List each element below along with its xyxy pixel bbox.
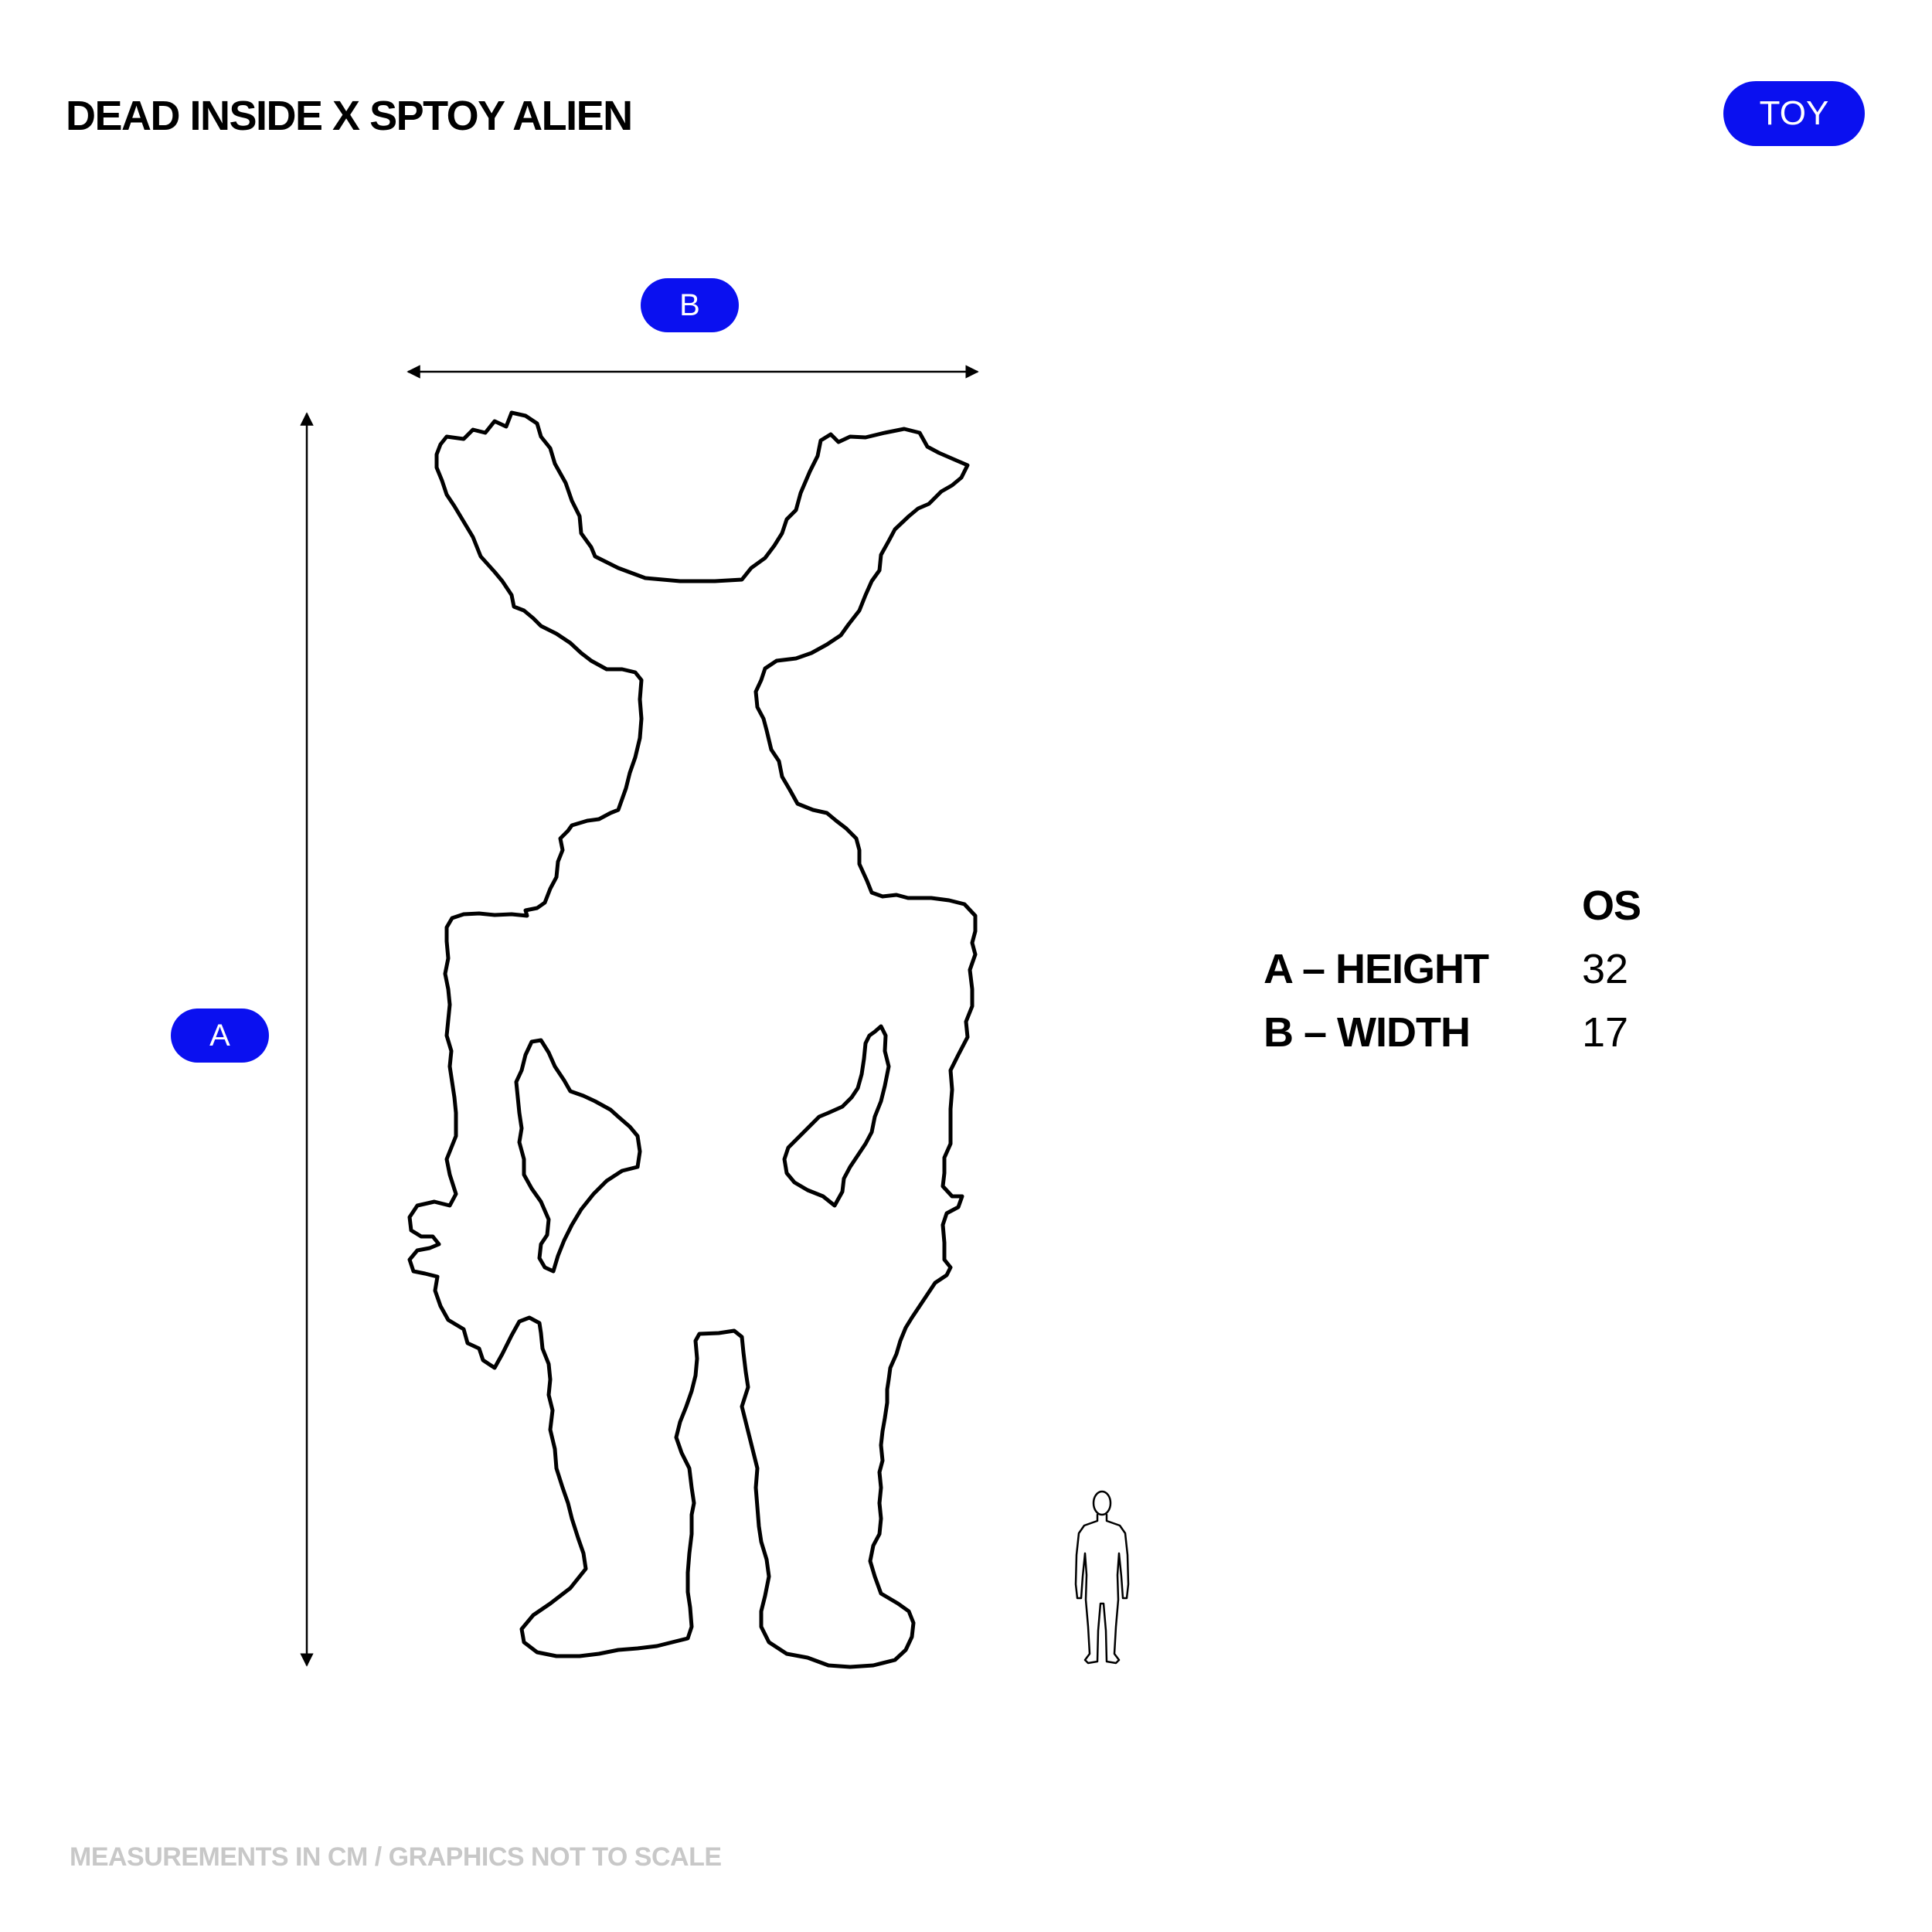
human-scale-figure-icon bbox=[1074, 1490, 1130, 1665]
page-title: DEAD INSIDE X SPTOY ALIEN bbox=[66, 93, 633, 139]
toy-silhouette-outline bbox=[407, 410, 978, 1669]
spec-label-width: B – WIDTH bbox=[1264, 1009, 1471, 1056]
footer-note: MEASUREMENTS IN CM / GRAPHICS NOT TO SCA… bbox=[70, 1842, 722, 1872]
spec-value-height: 32 bbox=[1582, 946, 1629, 992]
spec-label-height: A – HEIGHT bbox=[1264, 946, 1489, 992]
spec-value-width: 17 bbox=[1582, 1009, 1629, 1056]
category-badge: TOY bbox=[1723, 81, 1865, 146]
height-marker-badge: A bbox=[171, 1009, 269, 1063]
width-marker-badge: B bbox=[641, 278, 739, 332]
spec-column-header: OS bbox=[1582, 883, 1641, 929]
